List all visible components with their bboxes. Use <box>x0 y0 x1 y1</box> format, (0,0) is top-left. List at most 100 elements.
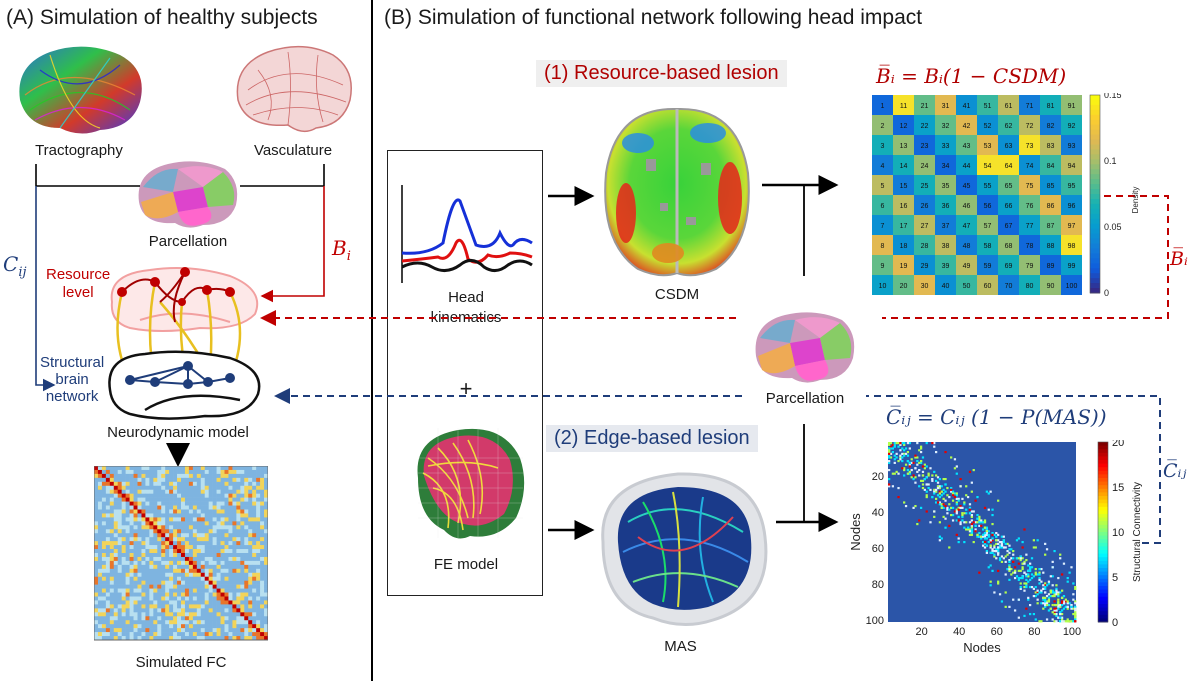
sc-cell <box>906 460 910 463</box>
sc-cell <box>891 447 895 450</box>
fc-cell <box>252 632 257 637</box>
sc-cell <box>968 508 972 511</box>
sc-colorbar-segment <box>1098 596 1108 601</box>
sc-cell <box>921 474 925 477</box>
sc-cell <box>1008 568 1011 571</box>
fc-cell <box>121 588 126 593</box>
sc-cell <box>1036 573 1039 576</box>
sc-cell <box>1064 600 1067 603</box>
sc-cell <box>980 519 983 522</box>
sc-cell <box>980 535 983 538</box>
fc-cell <box>149 628 154 633</box>
fc-cell <box>248 533 253 538</box>
fc-cell <box>208 505 213 510</box>
fc-cell <box>117 636 122 641</box>
fc-cell <box>256 596 261 601</box>
density-cell <box>977 195 998 215</box>
fc-cell <box>260 564 265 570</box>
fc-cell <box>137 616 142 621</box>
fc-cell <box>256 636 261 641</box>
sc-cell <box>1045 618 1049 621</box>
fc-cell <box>228 584 233 589</box>
fc-cell <box>212 537 217 542</box>
fc-cell <box>141 529 146 534</box>
sc-colorbar-segment <box>1098 503 1108 508</box>
density-colorbar-segment <box>1090 154 1100 160</box>
density-cell <box>956 215 977 235</box>
sc-cell <box>1045 604 1049 607</box>
sc-cell <box>976 521 979 524</box>
fc-cell <box>252 469 257 475</box>
fc-cell <box>212 632 217 637</box>
fc-cell <box>97 620 103 625</box>
fc-cell <box>256 612 261 617</box>
fc-cell <box>133 600 138 605</box>
density-cell <box>1061 215 1082 235</box>
fc-cell <box>94 473 99 479</box>
fc-cell <box>173 481 178 487</box>
fc-cell <box>236 529 241 534</box>
fc-cell <box>212 497 217 502</box>
density-cell-label: 38 <box>942 243 950 250</box>
fc-cell <box>204 549 209 554</box>
fc-cell <box>196 525 202 530</box>
fc-cell <box>236 620 241 625</box>
fc-cell <box>141 533 146 538</box>
fc-cell <box>264 600 268 605</box>
fc-cell <box>101 556 107 562</box>
fc-cell <box>94 620 99 625</box>
sc-cell <box>901 442 904 445</box>
fc-cell <box>133 541 138 546</box>
fc-cell <box>260 529 265 534</box>
sc-cell <box>906 442 910 445</box>
fc-cell <box>212 553 217 558</box>
fc-cell <box>196 584 202 589</box>
sc-cell <box>1060 618 1064 621</box>
fc-cell <box>181 517 186 522</box>
density-cell <box>956 275 977 295</box>
fc-cell <box>121 497 126 502</box>
sc-cell <box>1047 604 1051 607</box>
fc-cell <box>184 469 190 475</box>
density-cell <box>893 235 914 255</box>
fc-cell <box>97 537 103 542</box>
fc-cell <box>94 628 99 633</box>
fc-cell <box>264 636 268 641</box>
sc-cell <box>1008 551 1011 554</box>
fc-cell <box>177 592 182 597</box>
sc-cell <box>1055 587 1058 590</box>
fc-cell <box>220 525 225 530</box>
sc-cell <box>1038 568 1041 571</box>
fc-cell <box>157 473 162 479</box>
fc-cell <box>228 537 233 542</box>
fc-cell <box>244 521 249 526</box>
fc-cell <box>188 616 194 621</box>
sc-cell <box>925 510 928 513</box>
sc-cell <box>1055 609 1058 612</box>
fc-cell <box>133 481 138 487</box>
fc-cell <box>101 525 107 530</box>
fc-cell <box>169 572 174 578</box>
fc-cell <box>264 473 268 479</box>
fc-cell <box>125 466 130 471</box>
fc-cell <box>113 556 119 562</box>
sc-cell <box>1055 614 1058 617</box>
sc-cell <box>1023 560 1026 563</box>
fc-cell <box>208 549 213 554</box>
fc-cell <box>196 513 202 518</box>
sc-cell <box>1034 573 1037 576</box>
fc-cell <box>236 632 241 637</box>
sc-cell <box>944 483 947 486</box>
fc-cell <box>121 624 126 629</box>
fc-cell <box>196 497 202 502</box>
fc-cell <box>137 489 142 494</box>
density-cell <box>1040 155 1061 175</box>
fc-cell <box>149 477 154 483</box>
fc-cell <box>224 600 229 605</box>
fc-cell <box>196 466 202 471</box>
fc-cell <box>177 604 182 609</box>
fc-cell <box>244 509 249 514</box>
density-colorbar-tick: 0.15 <box>1104 93 1122 100</box>
fc-cell <box>192 568 198 574</box>
fc-cell <box>141 560 146 566</box>
